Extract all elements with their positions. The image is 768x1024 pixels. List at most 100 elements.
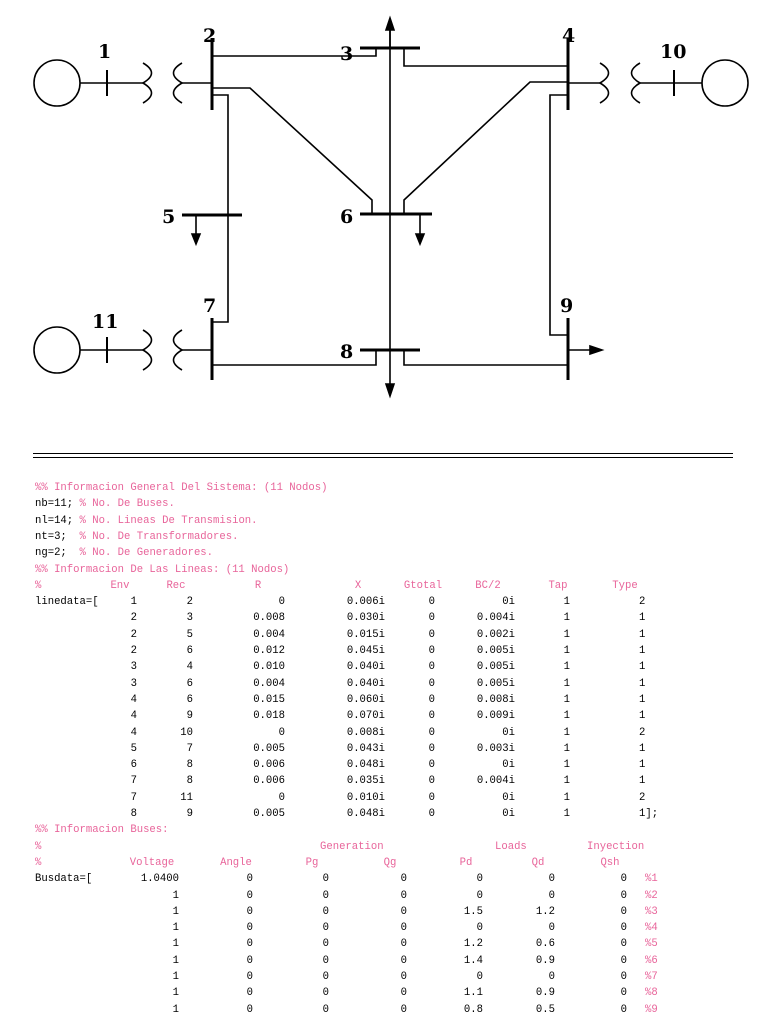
table-cell: 0	[322, 954, 329, 967]
table-cell: 0.048i	[346, 759, 385, 772]
table-cell: 1	[563, 759, 570, 772]
table-cell: 0	[620, 938, 627, 951]
table-cell: 0	[400, 971, 407, 983]
column-header: Voltage	[129, 856, 175, 869]
table-cell: 0	[620, 987, 627, 1000]
header-line: ng=2; % No. De Generadores.	[35, 545, 735, 561]
table-cell: 1	[563, 596, 570, 609]
table-cell: 0	[400, 873, 407, 886]
table-cell: 0.010	[253, 661, 285, 674]
table-cell: 0	[428, 677, 435, 690]
table-cell: 0.005	[253, 808, 285, 820]
table-cell: 4	[186, 661, 193, 674]
table-cell: 0.060i	[346, 693, 385, 706]
table-cell: 0	[476, 971, 483, 983]
table-cell: 0	[246, 971, 253, 983]
table-cell: 7	[186, 742, 193, 755]
table-cell: 0	[400, 905, 407, 918]
table-cell: 0.006	[253, 759, 285, 772]
table-cell: 0.008	[253, 612, 285, 625]
table-cell: 0.002i	[476, 628, 515, 641]
bus-tag: %2	[645, 889, 658, 902]
table-cell: 0.015i	[346, 628, 385, 641]
bus-tag: %8	[645, 987, 658, 1000]
bus-tag: %4	[645, 922, 658, 935]
table-cell: 0	[428, 596, 435, 609]
power-system-one-line-diagram: 1 2 3 4 5 6 7 8 9 10 11	[33, 15, 749, 399]
table-cell: 1	[639, 710, 646, 723]
column-header: Qsh	[600, 856, 620, 869]
comment-text: %% Informacion Buses:	[35, 824, 169, 837]
table-cell: 3	[130, 677, 137, 690]
table-cell: 0	[428, 661, 435, 674]
table-cell: 0	[400, 889, 407, 902]
table-cell: 0.030i	[346, 612, 385, 625]
table-cell: 0	[428, 759, 435, 772]
table-cell: 3	[130, 661, 137, 674]
table-cell: 0	[548, 889, 555, 902]
header-line: %% Informacion De Las Lineas: (11 Nodos)	[35, 562, 735, 578]
bus-label-5: 5	[162, 206, 175, 228]
table-cell: 0	[246, 889, 253, 902]
table-cell: 1	[563, 677, 570, 690]
table-cell: 1	[639, 645, 646, 657]
table-cell: 0	[322, 905, 329, 918]
table-cell: 0	[246, 905, 253, 918]
bus-label-10: 10	[660, 41, 686, 63]
table-cell: 0	[322, 971, 329, 983]
bus-label-6: 6	[340, 206, 353, 228]
table-cell: 0.070i	[346, 710, 385, 723]
table-cell: 0.8	[463, 1003, 483, 1016]
table-cell: 1	[172, 922, 179, 935]
table-cell: 1	[563, 710, 570, 723]
table-cell: 11	[180, 791, 193, 804]
table-cell: 0	[428, 726, 435, 739]
table-cell: 6	[186, 677, 193, 690]
table-cell: 0.008i	[476, 693, 515, 706]
transformer-7-11-icon	[141, 329, 153, 371]
table-cell: 7	[130, 775, 137, 788]
table-cell: 0	[278, 596, 285, 609]
table-cell: 0	[322, 889, 329, 902]
table-cell: 1	[639, 759, 646, 772]
table-cell: 0	[428, 808, 435, 820]
bus-label-8: 8	[340, 341, 353, 363]
table-cell: 1	[172, 987, 179, 1000]
column-header: Qg	[383, 856, 397, 869]
bus-label-11: 11	[92, 311, 118, 333]
group-generation: Generation	[320, 840, 384, 853]
header-line: nt=3; % No. De Transformadores.	[35, 529, 735, 545]
table-cell: 0.003i	[476, 742, 515, 755]
table-cell: 0i	[502, 726, 515, 739]
code-text: nt=3;	[35, 530, 80, 543]
table-cell: 1.1	[463, 987, 483, 1000]
bus-tag: %1	[645, 873, 658, 886]
table-cell: 0.043i	[346, 742, 385, 755]
bus-label-3: 3	[340, 43, 353, 65]
table-cell: 2	[639, 726, 646, 739]
bus-tag: %7	[645, 971, 658, 983]
table-cell: 0	[428, 775, 435, 788]
table-cell: 0	[428, 742, 435, 755]
bus-label-1: 1	[98, 41, 111, 63]
table-cell: 0.008i	[346, 726, 385, 739]
column-header: Gtotal	[403, 579, 443, 592]
table-cell: 0	[428, 693, 435, 706]
table-cell: 0	[476, 873, 483, 886]
linedata-prefix: linedata=[	[35, 596, 99, 609]
header-line: nb=11; % No. De Buses.	[35, 496, 735, 512]
table-cell: 1.2	[463, 938, 483, 951]
bus-tag: %6	[645, 954, 658, 967]
table-cell: 1	[563, 612, 570, 625]
